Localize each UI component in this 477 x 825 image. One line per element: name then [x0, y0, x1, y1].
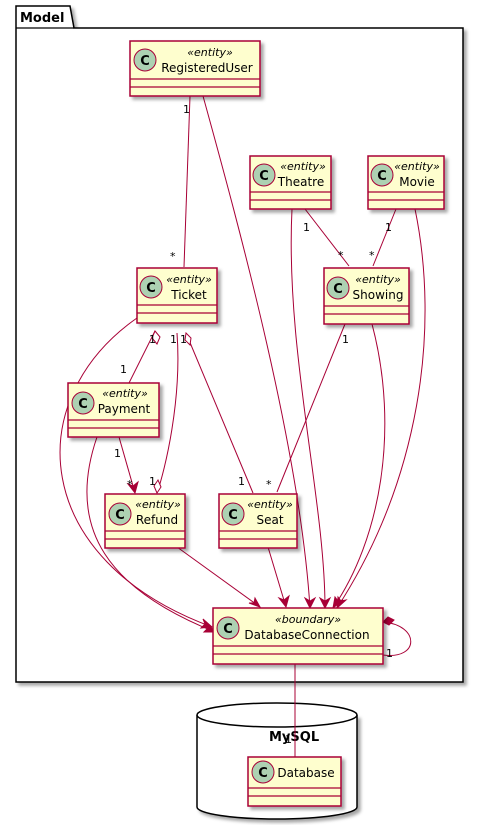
mult-theatre-showing-1: 1 [303, 221, 310, 234]
stereotype: «entity» [102, 387, 148, 400]
edge-ticket-refund [156, 332, 179, 494]
stereotype: «entity» [166, 273, 212, 286]
mult-movie-showing-many: * [369, 249, 375, 262]
stereotype: «entity» [394, 160, 440, 173]
class-c-icon [133, 48, 157, 72]
stereotype: «entity» [355, 273, 401, 286]
class-refund[interactable]: C «entity» Refund [104, 493, 186, 549]
stereotype: «entity» [135, 498, 181, 511]
edge-ticket-dbconn [59, 317, 213, 628]
class-c-icon [108, 502, 132, 526]
edge-movie-dbconn [336, 208, 426, 609]
class-c-icon [251, 760, 275, 784]
svg-text:C: C [78, 397, 88, 412]
mult-ticket-payment-1b: 1 [120, 363, 127, 376]
edge-showing-seat [276, 323, 346, 493]
class-seat[interactable]: C «entity» Seat [218, 493, 298, 549]
class-databaseconnection[interactable]: C «boundary» DatabaseConnection [212, 607, 384, 665]
svg-text:C: C [259, 169, 269, 184]
class-name: Database [277, 766, 334, 780]
svg-text:C: C [228, 508, 238, 523]
class-payment[interactable]: C «entity» Payment [67, 382, 160, 438]
mult-payment-refund-many: * [127, 478, 133, 491]
aggregation-diamond-ticket-seat [184, 331, 192, 347]
edge-theatre-showing [304, 208, 350, 267]
class-name: Showing [353, 288, 404, 302]
stereotype: «entity» [280, 160, 326, 173]
stereotype: «entity» [187, 46, 233, 59]
stereotype: «boundary» [275, 613, 341, 626]
class-c-icon [71, 391, 95, 415]
arrowhead-refund-dbconn [248, 596, 262, 608]
class-name: Seat [256, 513, 283, 527]
edge-ticket-seat [185, 332, 254, 494]
edge-registereduser-ticket [183, 95, 191, 268]
mult-dbconn-database-1: 1 [285, 733, 292, 746]
svg-text:C: C [223, 622, 233, 637]
class-registereduser[interactable]: C «entity» RegisteredUser [129, 40, 261, 97]
edge-dbconn-self [382, 621, 412, 656]
mult-ru-ticket-many: * [170, 250, 176, 263]
arrowhead-ru-dbconn [303, 596, 317, 610]
svg-text:C: C [333, 282, 343, 297]
composition-diamond-dbconn [382, 616, 395, 626]
mult-ticket-payment-1a: 1 [149, 333, 156, 346]
edge-ticket-payment [128, 330, 156, 384]
class-c-icon [221, 502, 245, 526]
svg-text:C: C [140, 54, 150, 69]
edge-movie-showing [372, 208, 397, 267]
class-name: Payment [98, 402, 151, 416]
mult-ticket-refund-1b: 1 [149, 475, 156, 488]
aggregation-diamond-ticket-payment [151, 330, 161, 345]
mult-ru-ticket-1: 1 [183, 103, 190, 116]
class-c-icon [370, 163, 394, 187]
class-theatre[interactable]: C «entity» Theatre [249, 155, 332, 210]
class-c-icon [216, 616, 240, 640]
class-c-icon [326, 276, 350, 300]
class-name: Movie [399, 175, 435, 189]
class-name: Theatre [277, 175, 324, 189]
svg-text:C: C [258, 766, 268, 781]
mult-dbconn-self-1: 1 [386, 647, 393, 660]
arrowhead-showing-dbconn [332, 595, 344, 610]
arrowhead-theatre-dbconn [318, 596, 332, 610]
aggregation-diamond-ticket-refund [153, 478, 162, 495]
package-name: Model [20, 11, 64, 26]
svg-text:C: C [146, 281, 156, 296]
mult-ticket-refund-1a: 1 [170, 333, 177, 346]
edge-payment-dbconn [86, 436, 216, 633]
mult-payment-refund-1: 1 [114, 447, 121, 460]
edge-refund-dbconn [176, 546, 261, 608]
class-c-icon [139, 275, 163, 299]
mult-theatre-showing-many: * [338, 249, 344, 262]
svg-text:C: C [377, 169, 387, 184]
edge-registereduser-dbconn [202, 95, 311, 609]
mult-ticket-seat-1a: 1 [180, 333, 187, 346]
class-ticket[interactable]: C «entity» Ticket [136, 267, 218, 324]
edge-seat-dbconn [267, 546, 287, 608]
class-database[interactable]: C Database [247, 756, 342, 807]
class-name: Refund [136, 513, 178, 527]
database-node-name: MySQL [269, 730, 319, 745]
model-package: Model [15, 5, 464, 683]
svg-text:C: C [115, 508, 125, 523]
class-c-icon [252, 163, 276, 187]
arrowhead-payment-refund [126, 480, 139, 495]
stereotype: «entity» [247, 498, 293, 511]
mult-showing-seat-1: 1 [342, 333, 349, 346]
class-showing[interactable]: C «entity» Showing [323, 267, 410, 325]
arrowhead-seat-dbconn [277, 594, 290, 609]
mult-showing-seat-many: * [266, 478, 272, 491]
mult-movie-showing-1: 1 [385, 221, 392, 234]
class-movie[interactable]: C «entity» Movie [367, 155, 445, 210]
edge-showing-dbconn [332, 323, 386, 609]
mult-ticket-seat-1b: 1 [238, 475, 245, 488]
edge-payment-refund [118, 436, 136, 494]
class-name: DatabaseConnection [244, 628, 369, 642]
class-name: Ticket [170, 288, 207, 302]
class-name: RegisteredUser [161, 61, 253, 75]
